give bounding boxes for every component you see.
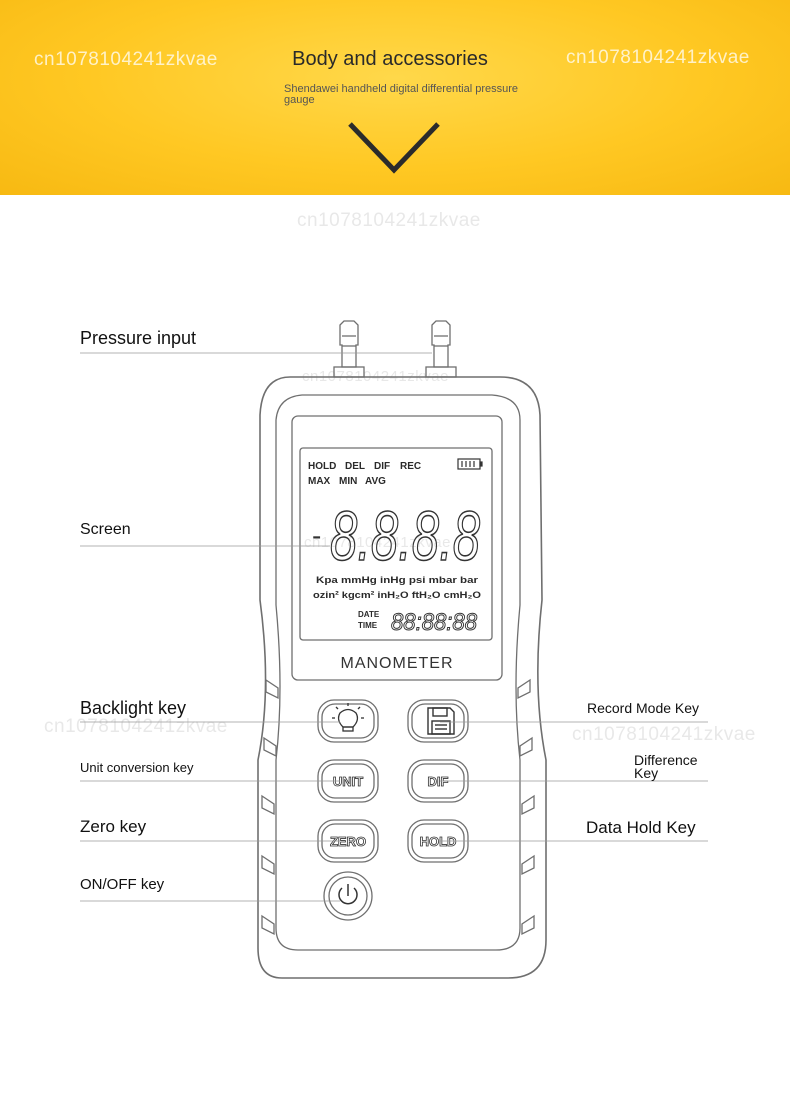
left-nozzle xyxy=(333,320,365,378)
lcd-rec: REC xyxy=(400,461,421,472)
label-data-hold-key: Data Hold Key xyxy=(586,818,696,837)
side-grips-left xyxy=(261,678,279,936)
hold-button[interactable]: HOLD xyxy=(419,834,457,850)
watermark: cn1078104241zkvae xyxy=(44,716,228,737)
label-zero-key: Zero key xyxy=(80,817,147,836)
device-face xyxy=(275,394,521,951)
watermark: cn1078104241zkvae xyxy=(304,534,451,551)
banner-subtitle: Shendawei handheld digital differential … xyxy=(284,83,519,106)
banner-title: Body and accessories xyxy=(292,48,488,70)
label-screen: Screen xyxy=(80,521,131,538)
lcd-hold: HOLD xyxy=(308,461,336,472)
device-body xyxy=(257,376,547,979)
lcd-clock-digits: 88:88:88 xyxy=(391,609,478,636)
lcd-minus: - xyxy=(312,520,321,551)
zero-button[interactable]: ZERO xyxy=(330,834,367,850)
header-banner: cn1078104241zkvae cn1078104241zkvae Body… xyxy=(0,0,790,195)
lcd-bezel xyxy=(291,415,503,681)
lcd-min: MIN xyxy=(339,476,357,487)
right-nozzle xyxy=(425,320,457,378)
chevron-down-icon xyxy=(348,122,440,174)
lcd-dif: DIF xyxy=(374,461,390,472)
label-pressure-input: Pressure input xyxy=(80,328,197,348)
unit-button[interactable]: UNIT xyxy=(332,774,363,790)
lcd-date-label: DATE xyxy=(358,610,380,619)
label-difference-key: Difference Key xyxy=(634,752,698,781)
device-name: MANOMETER xyxy=(341,655,454,672)
lcd-max: MAX xyxy=(308,476,331,487)
lcd-del: DEL xyxy=(345,461,365,472)
watermark: cn1078104241zkvae xyxy=(297,210,481,231)
lcd-main-digits: 8.8.8.8 xyxy=(330,497,480,575)
lcd-time-label: TIME xyxy=(358,621,378,630)
label-backlight-key: Backlight key xyxy=(80,698,187,718)
floppy-disk-icon xyxy=(427,707,455,735)
lcd-avg: AVG xyxy=(365,476,386,487)
power-icon xyxy=(338,884,358,905)
label-unit-conversion-key: Unit conversion key xyxy=(80,760,194,775)
label-onoff-key: ON/OFF key xyxy=(80,876,165,893)
watermark: cn1078104241zkvae xyxy=(566,47,750,68)
lcd-window xyxy=(299,447,493,641)
label-record-mode-key: Record Mode Key xyxy=(587,700,700,716)
lightbulb-icon xyxy=(332,703,364,732)
lcd-units-row2: ozin² kgcm² inH₂O ftH₂O cmH₂O xyxy=(313,590,481,601)
side-grips-right xyxy=(517,678,535,936)
battery-icon xyxy=(457,458,483,470)
watermark: cn1078104241zkvae xyxy=(34,49,218,70)
lcd-units-row1: Kpa mmHg inHg psi mbar bar xyxy=(316,575,478,586)
watermark: cn1078104241zkvae xyxy=(572,724,756,745)
dif-button[interactable]: DIF xyxy=(427,774,449,790)
